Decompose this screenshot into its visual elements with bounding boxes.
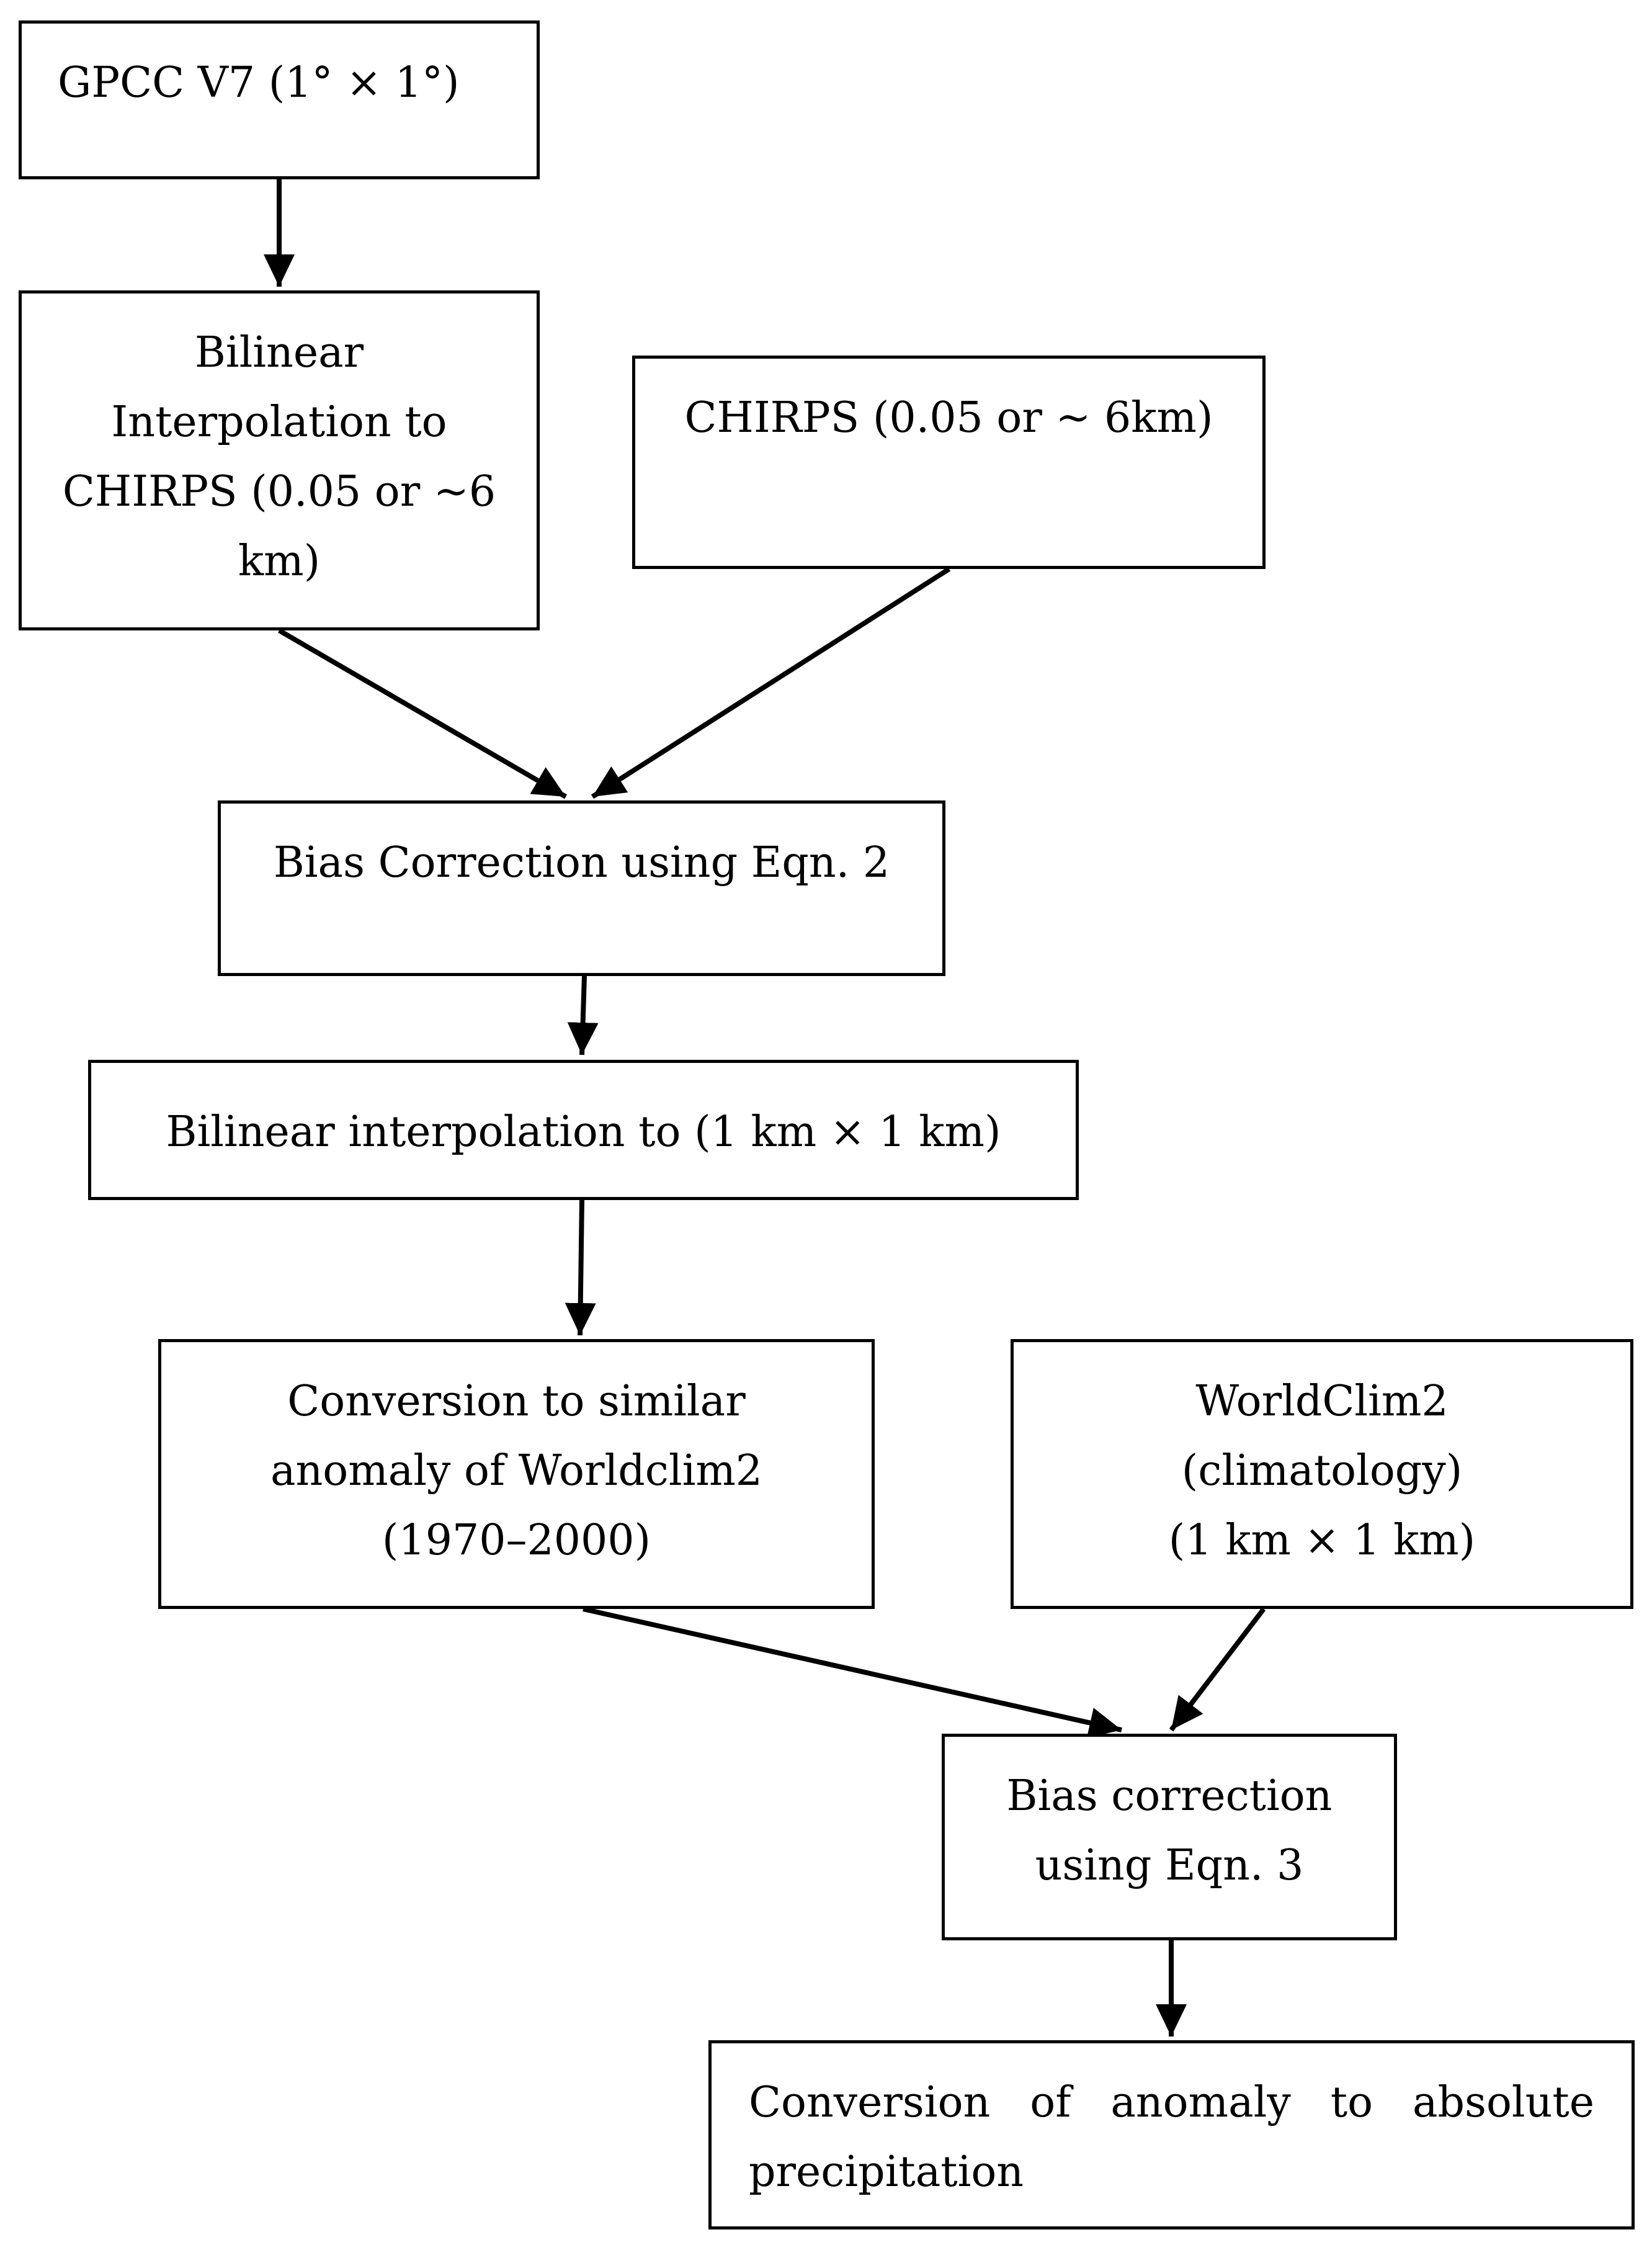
node-conversion-anomaly: Conversion to similar anomaly of Worldcl… <box>158 1339 875 1609</box>
node-chirps-label: CHIRPS (0.05 or ~ 6km) <box>684 393 1213 442</box>
node-worldclim2-label: WorldClim2 (climatology) (1 km × 1 km) <box>1168 1377 1476 1565</box>
arrow-bilinear-1km-to-conversion-anomaly <box>565 1199 596 1336</box>
node-bias-eqn3-label: Bias correction using Eqn. 3 <box>1006 1772 1333 1890</box>
node-bias-eqn2: Bias Correction using Eqn. 2 <box>218 800 945 976</box>
node-conversion-anomaly-label: Conversion to similar anomaly of Worldcl… <box>270 1377 763 1565</box>
arrow-bias-eqn2-to-bilinear-1km <box>567 975 599 1055</box>
node-bias-eqn3: Bias correction using Eqn. 3 <box>942 1734 1397 1940</box>
node-bilinear-1km-label: Bilinear interpolation to (1 km × 1 km) <box>166 1108 1001 1157</box>
node-conversion-absolute-label: Conversion of anomaly to absolute precip… <box>749 2078 1594 2197</box>
node-bilinear-chirps: Bilinear Interpolation to CHIRPS (0.05 o… <box>19 290 540 630</box>
node-bilinear-1km: Bilinear interpolation to (1 km × 1 km) <box>88 1060 1079 1200</box>
node-gpcc: GPCC V7 (1° × 1°) <box>19 20 540 179</box>
node-bias-eqn2-label: Bias Correction using Eqn. 2 <box>273 838 890 887</box>
arrow-conversion-anomaly-to-bias-eqn3 <box>583 1606 1122 1738</box>
node-bilinear-chirps-label: Bilinear Interpolation to CHIRPS (0.05 o… <box>62 328 496 586</box>
node-chirps: CHIRPS (0.05 or ~ 6km) <box>632 356 1266 569</box>
node-gpcc-label: GPCC V7 (1° × 1°) <box>58 58 460 107</box>
arrow-chirps-to-bias-eqn2 <box>591 567 951 799</box>
arrow-bilinear-chirps-to-bias-eqn2 <box>277 628 568 799</box>
arrow-worldclim2-to-bias-eqn3 <box>1169 1607 1266 1732</box>
node-worldclim2: WorldClim2 (climatology) (1 km × 1 km) <box>1011 1339 1633 1609</box>
node-conversion-absolute: Conversion of anomaly to absolute precip… <box>708 2040 1635 2229</box>
